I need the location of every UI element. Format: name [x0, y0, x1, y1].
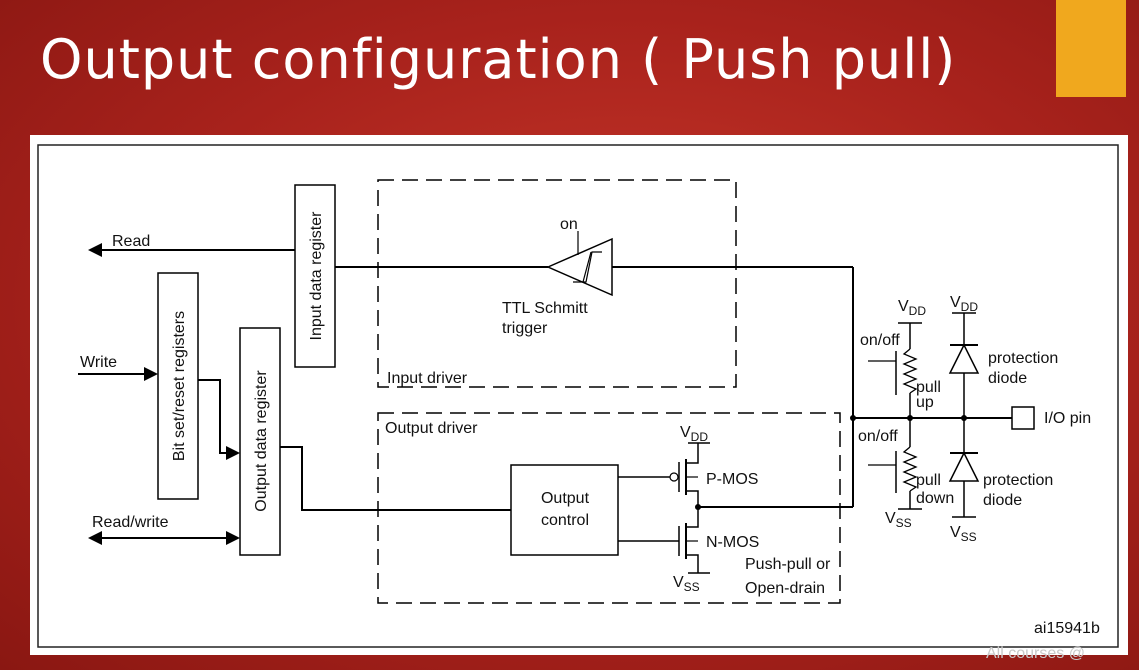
schmitt-label-2: trigger — [502, 320, 548, 337]
input-driver-region — [377, 179, 737, 388]
protection-diode-top-label-2: diode — [988, 370, 1027, 387]
accent-box — [1056, 0, 1126, 97]
input-data-register: Input data register — [294, 184, 336, 368]
input-data-register-label: Input data register — [308, 211, 325, 341]
write-label: Write — [80, 354, 117, 371]
ttl-schmitt-trigger: on TTL Schmitt trigger — [335, 216, 853, 337]
diagram-frame — [37, 144, 1119, 648]
nmos-label: N-MOS — [706, 534, 759, 551]
nmos-transistor: N-MOS — [618, 507, 759, 573]
write-signal: Write — [78, 354, 158, 381]
bsrr-to-odr-wire — [198, 379, 230, 454]
pull-up-resistor: on/off pull up — [860, 322, 941, 418]
schmitt-on-label: on — [560, 216, 578, 233]
vss-label-diode: VSS — [950, 524, 977, 544]
pull-down-resistor: on/off pull down — [858, 418, 954, 510]
schmitt-label-1: TTL Schmitt — [502, 300, 588, 317]
io-pin-label: I/O pin — [1044, 410, 1091, 427]
output-control-label-2: control — [541, 512, 589, 529]
pull-up-on-off-label: on/off — [860, 332, 900, 349]
bsrr-to-odr-arrow — [226, 446, 240, 460]
pmos-transistor: P-MOS — [618, 443, 758, 507]
push-pull-label: Push-pull or — [745, 556, 831, 573]
slide-title: Output configuration ( Push pull) — [40, 28, 957, 91]
bit-set-reset-registers: Bit set/reset registers — [157, 272, 199, 500]
output-control-label-1: Output — [541, 490, 590, 507]
read-signal: Read — [88, 233, 295, 257]
protection-diode-bottom: protection diode — [948, 418, 1053, 518]
pull-down-label-2: down — [916, 490, 954, 507]
vss-label-pulldown: VSS — [885, 510, 912, 530]
output-control-block: Output control — [510, 464, 619, 556]
bit-set-reset-label: Bit set/reset registers — [171, 311, 188, 461]
read-write-label: Read/write — [92, 514, 169, 531]
io-pin: I/O pin — [1011, 406, 1091, 430]
input-driver-label: Input driver — [387, 370, 468, 387]
pull-up-label-1: pull — [916, 379, 941, 396]
diagram-panel: Read Write Read/write Input data registe… — [30, 135, 1128, 655]
pull-junction — [907, 415, 913, 421]
pull-down-on-off-label: on/off — [858, 428, 898, 445]
bus-junction — [850, 415, 856, 421]
vdd-label-output: VDD — [680, 424, 708, 444]
output-driver-label: Output driver — [385, 420, 478, 437]
io-circuit-diagram: Read Write Read/write Input data registe… — [37, 144, 1119, 648]
diagram-reference: ai15941b — [1034, 620, 1100, 637]
watermark: All courses @ — [986, 645, 1085, 662]
vdd-label-pullup: VDD — [898, 298, 926, 318]
output-data-register: Output data register — [239, 327, 281, 556]
pull-up-label-2: up — [916, 394, 934, 411]
diode-junction — [961, 415, 967, 421]
protection-diode-bottom-label-2: diode — [983, 492, 1022, 509]
pmos-label: P-MOS — [706, 471, 758, 488]
vdd-label-diode: VDD — [950, 294, 978, 314]
protection-diode-bottom-label-1: protection — [983, 472, 1053, 489]
open-drain-label: Open-drain — [745, 580, 825, 597]
protection-diode-top-label-1: protection — [988, 350, 1058, 367]
vss-label-output: VSS — [673, 574, 700, 594]
protection-diode-top: protection diode — [948, 312, 1058, 418]
output-data-register-label: Output data register — [253, 370, 270, 512]
odr-to-output-control-wire — [280, 446, 511, 511]
read-write-signal: Read/write — [88, 514, 240, 545]
read-label: Read — [112, 233, 150, 250]
pull-down-label-1: pull — [916, 472, 941, 489]
